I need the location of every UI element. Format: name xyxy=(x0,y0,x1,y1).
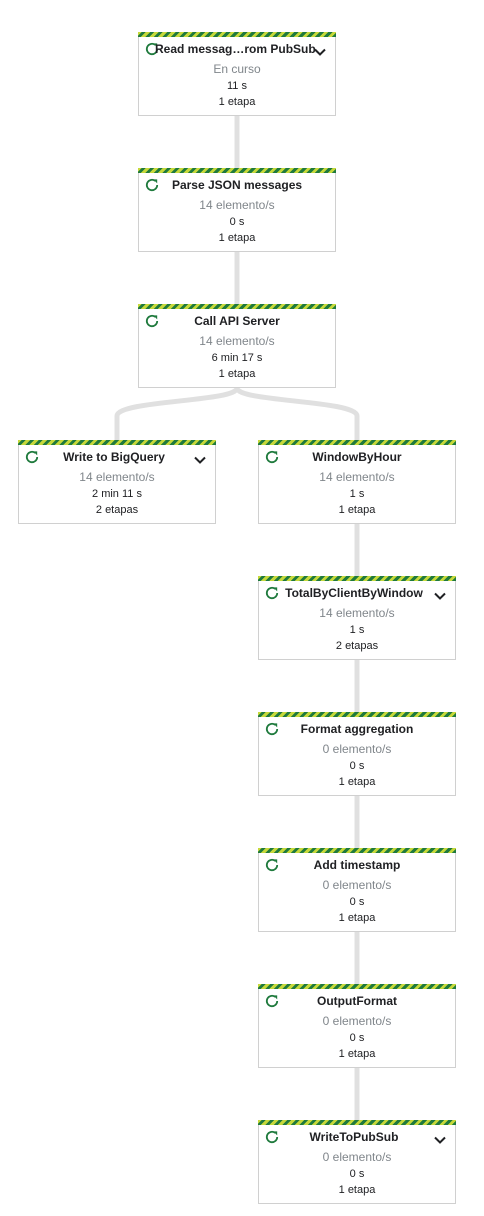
refresh-circle-icon xyxy=(264,857,280,873)
step-throughput: 0 elemento/s xyxy=(322,742,392,756)
step-node-window[interactable]: WindowByHour 14 elemento/s 1 s 1 etapa xyxy=(258,440,456,524)
step-node-output-format[interactable]: OutputFormat 0 elemento/s 0 s 1 etapa xyxy=(258,984,456,1068)
step-title: Parse JSON messages xyxy=(171,178,303,192)
step-wall-time: 0 s xyxy=(229,216,245,228)
running-status-stripe xyxy=(258,712,456,717)
step-node-parse[interactable]: Parse JSON messages 14 elemento/s 0 s 1 eta… xyxy=(138,168,336,252)
refresh-circle-icon xyxy=(144,313,160,329)
step-node-format-agg[interactable]: Format aggregation 0 elemento/s 0 s 1 etapa xyxy=(258,712,456,796)
step-node-total[interactable]: TotalByClientByWindow 14 elemento/s 1 s 2 e… xyxy=(258,576,456,660)
step-stage-count: 1 etapa xyxy=(338,776,376,788)
step-wall-time: 6 min 17 s xyxy=(211,352,263,364)
chevron-down-icon[interactable] xyxy=(193,452,207,464)
step-throughput: 0 elemento/s xyxy=(322,878,392,892)
step-stage-count: 1 etapa xyxy=(338,912,376,924)
step-node-call-api[interactable]: Call API Server 14 elemento/s 6 min 17 s 1 … xyxy=(138,304,336,388)
step-throughput: 14 elemento/s xyxy=(319,470,395,484)
step-wall-time: 0 s xyxy=(349,1168,365,1180)
step-wall-time: 2 min 11 s xyxy=(92,488,142,500)
step-stage-count: 1 etapa xyxy=(218,232,256,244)
refresh-circle-icon xyxy=(144,177,160,193)
refresh-circle-icon xyxy=(144,41,160,57)
step-stage-count: 1 etapa xyxy=(338,504,376,516)
step-throughput: 14 elemento/s xyxy=(199,198,275,212)
edge-call-api-to-window xyxy=(234,386,360,440)
chevron-down-icon[interactable] xyxy=(433,588,447,600)
step-title: WriteToPubSub xyxy=(309,1130,399,1144)
step-throughput: 0 elemento/s xyxy=(322,1150,392,1164)
step-throughput: 14 elemento/s xyxy=(79,470,155,484)
refresh-circle-icon xyxy=(264,1129,280,1145)
running-status-stripe xyxy=(258,848,456,853)
step-title: WindowByHour xyxy=(312,450,402,464)
step-stage-count: 1 etapa xyxy=(218,368,256,380)
step-throughput: 14 elemento/s xyxy=(199,334,275,348)
refresh-circle-icon xyxy=(264,585,280,601)
step-title: Write to BigQuery xyxy=(63,450,165,464)
step-title: Call API Server xyxy=(194,314,280,328)
step-wall-time: 1 s xyxy=(349,624,365,636)
running-status-stripe xyxy=(138,32,336,37)
chevron-down-icon[interactable] xyxy=(433,1132,447,1144)
step-title: TotalByClientByWindow xyxy=(285,586,423,600)
step-title: Add timestamp xyxy=(313,858,401,872)
running-status-stripe xyxy=(258,576,456,581)
step-stage-count: 1 etapa xyxy=(338,1048,376,1060)
refresh-circle-icon xyxy=(264,721,280,737)
running-status-stripe xyxy=(138,304,336,309)
chevron-down-icon[interactable] xyxy=(313,44,327,56)
running-status-stripe xyxy=(138,168,336,173)
refresh-circle-icon xyxy=(264,993,280,1009)
step-stage-count: 2 etapas xyxy=(335,640,379,652)
step-throughput: 14 elemento/s xyxy=(319,606,395,620)
step-node-timestamp[interactable]: Add timestamp 0 elemento/s 0 s 1 etapa xyxy=(258,848,456,932)
step-throughput: En curso xyxy=(213,62,261,76)
step-title: Read messag…rom PubSub xyxy=(155,42,316,56)
refresh-circle-icon xyxy=(24,449,40,465)
step-title: Format aggregation xyxy=(300,722,414,736)
running-status-stripe xyxy=(18,440,216,445)
step-stage-count: 2 etapas xyxy=(95,504,139,516)
step-wall-time: 0 s xyxy=(349,896,365,908)
running-status-stripe xyxy=(258,440,456,445)
step-title: OutputFormat xyxy=(317,994,397,1008)
running-status-stripe xyxy=(258,1120,456,1125)
step-stage-count: 1 etapa xyxy=(338,1184,376,1196)
refresh-circle-icon xyxy=(264,449,280,465)
step-stage-count: 1 etapa xyxy=(218,96,256,108)
running-status-stripe xyxy=(258,984,456,989)
step-throughput: 0 elemento/s xyxy=(322,1014,392,1028)
edge-call-api-to-bigquery xyxy=(114,386,240,440)
step-wall-time: 0 s xyxy=(349,1032,365,1044)
step-node-write-pubsub[interactable]: WriteToPubSub 0 elemento/s 0 s 1 etapa xyxy=(258,1120,456,1204)
step-wall-time: 1 s xyxy=(349,488,365,500)
step-node-bigquery[interactable]: Write to BigQuery 14 elemento/s 2 min 11 s… xyxy=(18,440,216,524)
step-wall-time: 11 s xyxy=(227,80,247,92)
step-node-read[interactable]: Read messag…rom PubSub En curso 11 s 1 etap… xyxy=(138,32,336,116)
step-wall-time: 0 s xyxy=(349,760,365,772)
